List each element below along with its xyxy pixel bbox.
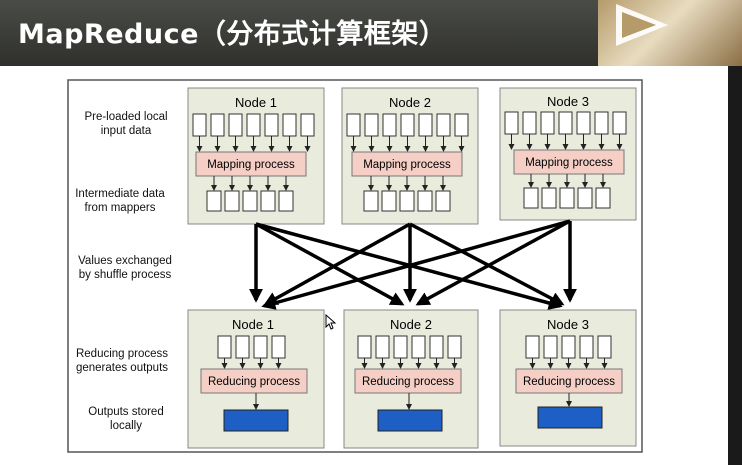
node-title: Node 3 (547, 317, 589, 332)
mapping-process-label: Mapping process (525, 157, 613, 169)
reducing-process-label: Reducing process (523, 376, 615, 388)
output-storage-block (223, 409, 289, 432)
decorative-header-image (598, 0, 742, 66)
node-title: Node 1 (235, 95, 277, 110)
mapping-process-label: Mapping process (207, 159, 295, 171)
title-bar: MapReduce（分布式计算框架） (0, 0, 742, 66)
play-arrow-icon (616, 4, 668, 46)
output-storage-block (377, 409, 443, 432)
shuffle-arrows (249, 219, 577, 310)
mapping-process-box (513, 149, 625, 175)
reducing-process-label: Reducing process (362, 376, 454, 388)
mapping-process-label: Mapping process (363, 159, 451, 171)
node-title: Node 1 (232, 317, 274, 332)
map-node-1: Node 1 Mapping process (187, 87, 325, 225)
node-title: Node 2 (389, 95, 431, 110)
reducing-process-box (515, 368, 623, 394)
reduce-node-1: Node 1 Reducing process (187, 309, 325, 449)
reduce-node-3: Node 3 Reducing process (499, 309, 637, 447)
output-storage-block (537, 406, 603, 429)
mapping-process-box (351, 151, 463, 177)
mouse-pointer-icon (325, 314, 337, 330)
slide-title: MapReduce（分布式计算框架） (18, 19, 447, 50)
node-title: Node 2 (390, 317, 432, 332)
mapping-process-box (195, 151, 307, 177)
reducing-process-box (354, 368, 462, 394)
map-node-2: Node 2 Mapping process (341, 87, 479, 225)
map-node-3: Node 3 Mapping process (499, 87, 637, 221)
reducing-process-box (200, 368, 308, 394)
reducing-process-label: Reducing process (208, 376, 300, 388)
slide-edge (728, 66, 742, 465)
reduce-node-2: Node 2 Reducing process (343, 309, 479, 449)
node-title: Node 3 (547, 94, 589, 109)
